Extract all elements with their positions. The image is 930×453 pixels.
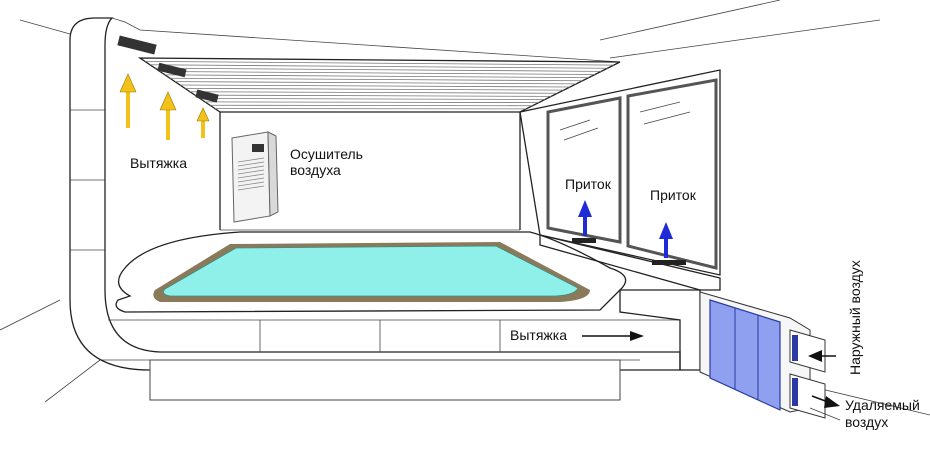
floor-exhaust-duct (619, 289, 701, 371)
exhaust-arrow-icon (119, 73, 137, 128)
exhaust-air-label-line1: Удаляемый (845, 397, 920, 413)
exhaust-arrows (119, 73, 210, 140)
ceiling-slat (189, 91, 558, 94)
exhaust-label-bottom: Вытяжка (510, 327, 567, 343)
arrow-left-icon (808, 350, 836, 362)
ceiling-slat (144, 60, 614, 66)
windows (519, 69, 721, 291)
pool (108, 231, 680, 401)
ceiling-slat (184, 87, 564, 91)
back-wall (219, 112, 521, 231)
ceiling-slat (199, 98, 546, 100)
exhaust-arrow-icon (196, 107, 210, 138)
ceiling-slat (164, 74, 589, 79)
arrow-right-icon (582, 331, 644, 341)
supply-label-right: Приток (650, 187, 697, 203)
ceiling-exhaust-vents (117, 35, 219, 103)
ceiling-slat (154, 67, 602, 72)
arrow-right-icon (811, 395, 840, 408)
ceiling-slat (149, 64, 608, 69)
supply-arrows (572, 200, 686, 265)
ceiling (137, 57, 621, 113)
flow-arrows (582, 331, 840, 408)
ceiling-slat (169, 77, 583, 82)
ceiling-slat (179, 84, 571, 88)
dehumidifier-unit-icon (231, 131, 279, 223)
ceiling-slat (194, 94, 552, 97)
exhaust-arrow-icon (159, 91, 177, 140)
ceiling-slat (204, 101, 539, 104)
supply-label-left: Приток (565, 176, 612, 192)
supply-arrow-icon (578, 200, 592, 236)
ceiling-slat (159, 71, 596, 75)
dehumidifier-label-line1: Осушитель (290, 146, 363, 162)
air-handling-unit-icon (699, 291, 841, 421)
exhaust-label-top: Вытяжка (130, 155, 187, 171)
pool-water (162, 245, 579, 297)
exhaust-air-label-line2: воздух (845, 414, 888, 430)
outdoor-air-label: Наружный воздух (847, 260, 863, 375)
supply-arrow-icon (659, 222, 673, 258)
ceiling-slat (209, 104, 533, 107)
dehumidifier-label-line2: воздуха (290, 162, 341, 178)
ceiling-slat (174, 81, 577, 85)
left-wall-duct (69, 17, 681, 371)
